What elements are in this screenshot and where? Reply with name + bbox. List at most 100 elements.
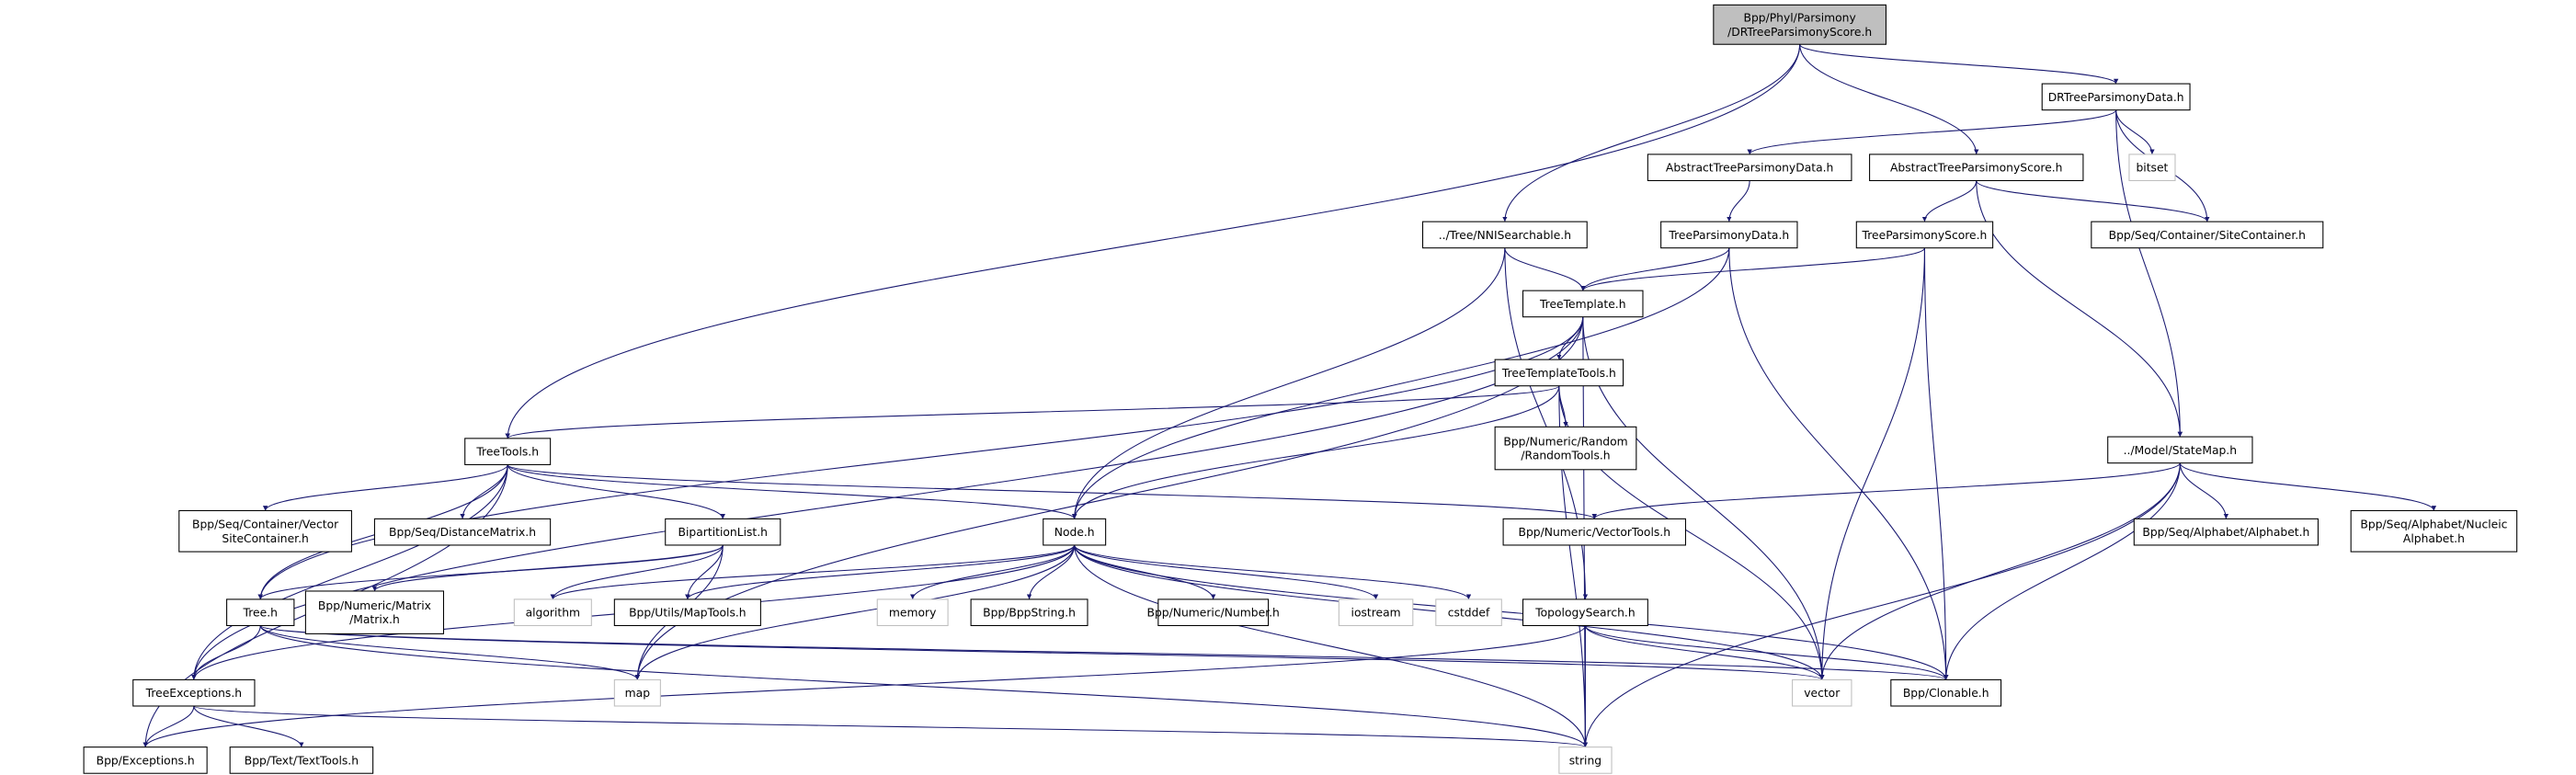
node-memory: memory <box>876 598 949 627</box>
node-label: map <box>625 687 651 700</box>
node-box <box>1792 678 1852 707</box>
edge-root-to-nni <box>1502 44 1801 222</box>
node-label: Node.h <box>1054 526 1095 539</box>
node-label: Bpp/Seq/Container/SiteContainer.h <box>2109 229 2306 242</box>
node-tpd[interactable]: TreeParsimonyData.h <box>1660 221 1798 249</box>
node-label: /RandomTools.h <box>1521 450 1610 462</box>
node-label: TreeTemplate.h <box>1539 298 1626 311</box>
node-distm[interactable]: Bpp/Seq/DistanceMatrix.h <box>373 518 552 546</box>
node-box <box>1855 221 1994 249</box>
node-label: Bpp/Exceptions.h <box>97 754 195 767</box>
edge-topo-to-vector <box>1584 625 1825 680</box>
edge-statemap-to-nuc <box>2179 462 2437 511</box>
node-label: Bpp/Numeric/Matrix <box>318 599 431 612</box>
node-bppstring[interactable]: Bpp/BppString.h <box>970 598 1089 627</box>
node-box <box>1869 154 2084 181</box>
edge-node-to-memory <box>910 544 1076 600</box>
edge-statemap-to-vector <box>1819 462 2181 680</box>
node-clonable[interactable]: Bpp/Clonable.h <box>1890 678 2002 707</box>
edge-tpd-to-clonable <box>1728 247 1949 680</box>
node-exc[interactable]: Bpp/Exceptions.h <box>83 747 208 774</box>
node-tree[interactable]: Tree.h <box>226 598 295 627</box>
node-label: TreeParsimonyData.h <box>1668 229 1789 242</box>
node-bip[interactable]: BipartitionList.h <box>665 518 781 546</box>
node-label: AbstractTreeParsimonyScore.h <box>1890 162 2063 175</box>
edge-treetools-to-treeexc <box>191 464 508 680</box>
node-nni[interactable]: ../Tree/NNISearchable.h <box>1421 221 1588 249</box>
edge-node-to-cstddef <box>1074 544 1472 600</box>
edges-layer <box>142 43 2437 748</box>
edge-tree-to-string <box>259 625 1588 747</box>
nodes-layer: Bpp/Phyl/Parsimony/DRTreeParsimonyScore.… <box>83 4 2518 774</box>
edge-topo-to-exc <box>142 625 1586 747</box>
node-rand[interactable]: Bpp/Numeric/Random/RandomTools.h <box>1494 426 1637 471</box>
node-atps[interactable]: AbstractTreeParsimonyScore.h <box>1869 154 2084 181</box>
node-statemap[interactable]: ../Model/StateMap.h <box>2107 436 2253 464</box>
node-label: ../Tree/NNISearchable.h <box>1439 229 1571 242</box>
node-box <box>2350 509 2518 553</box>
node-atpd[interactable]: AbstractTreeParsimonyData.h <box>1647 154 1852 181</box>
node-box <box>83 747 208 774</box>
node-iostream: iostream <box>1338 598 1414 627</box>
node-box <box>1660 221 1798 249</box>
node-treetools[interactable]: TreeTools.h <box>464 438 552 465</box>
node-treeexc[interactable]: TreeExceptions.h <box>132 678 256 707</box>
node-label: TreeTemplateTools.h <box>1501 367 1616 380</box>
node-box <box>2041 83 2191 111</box>
edge-treeexc-to-texttools <box>193 705 304 747</box>
node-vtools[interactable]: Bpp/Numeric/VectorTools.h <box>1502 518 1686 546</box>
node-map: map <box>613 678 661 707</box>
node-label: /Matrix.h <box>349 613 400 626</box>
node-box <box>1522 290 1644 318</box>
node-matrix[interactable]: Bpp/Numeric/Matrix/Matrix.h <box>304 590 445 634</box>
node-box <box>1435 598 1502 627</box>
node-label: Tree.h <box>243 607 278 620</box>
node-ttt[interactable]: TreeTemplateTools.h <box>1494 359 1624 387</box>
node-tps[interactable]: TreeParsimonyScore.h <box>1855 221 1994 249</box>
node-box <box>1558 747 1613 774</box>
edge-ttt-to-rand <box>1558 385 1568 427</box>
edge-ttt-to-node <box>1072 385 1560 519</box>
edge-treetools-to-distm <box>460 464 508 519</box>
node-label: Bpp/BppString.h <box>983 607 1076 620</box>
edge-tps-to-ttpl <box>1580 247 1925 291</box>
edge-atps-to-statemap <box>1976 180 2183 438</box>
edge-node-to-maptools <box>685 544 1076 600</box>
node-sitec[interactable]: Bpp/Seq/Container/SiteContainer.h <box>2091 221 2324 249</box>
edge-treetools-to-node <box>507 463 1077 519</box>
edge-ttt-to-treetools <box>505 385 1560 439</box>
edge-tpd-to-ttpl <box>1580 247 1730 291</box>
node-label: Bpp/Numeric/VectorTools.h <box>1519 526 1671 539</box>
edge-treeexc-to-exc <box>142 705 195 747</box>
node-box <box>464 438 552 465</box>
node-label: Bpp/Numeric/Random <box>1503 435 1627 448</box>
node-box <box>1494 359 1624 387</box>
node-maptools[interactable]: Bpp/Utils/MapTools.h <box>613 598 761 627</box>
node-algorithm: algorithm <box>513 598 592 627</box>
edge-ttpl-to-tree <box>257 316 1584 599</box>
node-box <box>373 518 552 546</box>
node-label: Bpp/Clonable.h <box>1903 687 1989 700</box>
node-node[interactable]: Node.h <box>1043 518 1107 546</box>
edge-statemap-to-clonable <box>1943 462 2181 680</box>
node-alpha[interactable]: Bpp/Seq/Alphabet/Alphabet.h <box>2133 518 2319 546</box>
edge-atpd-to-tpd <box>1727 180 1750 222</box>
node-ttpl[interactable]: TreeTemplate.h <box>1522 290 1644 318</box>
edge-topo-to-clonable <box>1584 625 1949 680</box>
node-box <box>229 747 374 774</box>
node-box <box>1890 678 2002 707</box>
node-label: Bpp/Seq/Container/Vector <box>192 519 339 531</box>
node-number[interactable]: Bpp/Numeric/Number.h <box>1147 598 1280 627</box>
node-texttools[interactable]: Bpp/Text/TextTools.h <box>229 747 374 774</box>
node-root[interactable]: Bpp/Phyl/Parsimony/DRTreeParsimonyScore.… <box>1713 4 1887 45</box>
node-drtpd[interactable]: DRTreeParsimonyData.h <box>2041 83 2191 111</box>
node-vector: vector <box>1792 678 1852 707</box>
node-topo[interactable]: TopologySearch.h <box>1522 598 1648 627</box>
edge-bip-to-algorithm <box>550 544 724 600</box>
node-label: TreeTools.h <box>475 446 539 459</box>
node-box <box>970 598 1089 627</box>
node-box <box>178 509 352 553</box>
node-box <box>2133 518 2319 546</box>
